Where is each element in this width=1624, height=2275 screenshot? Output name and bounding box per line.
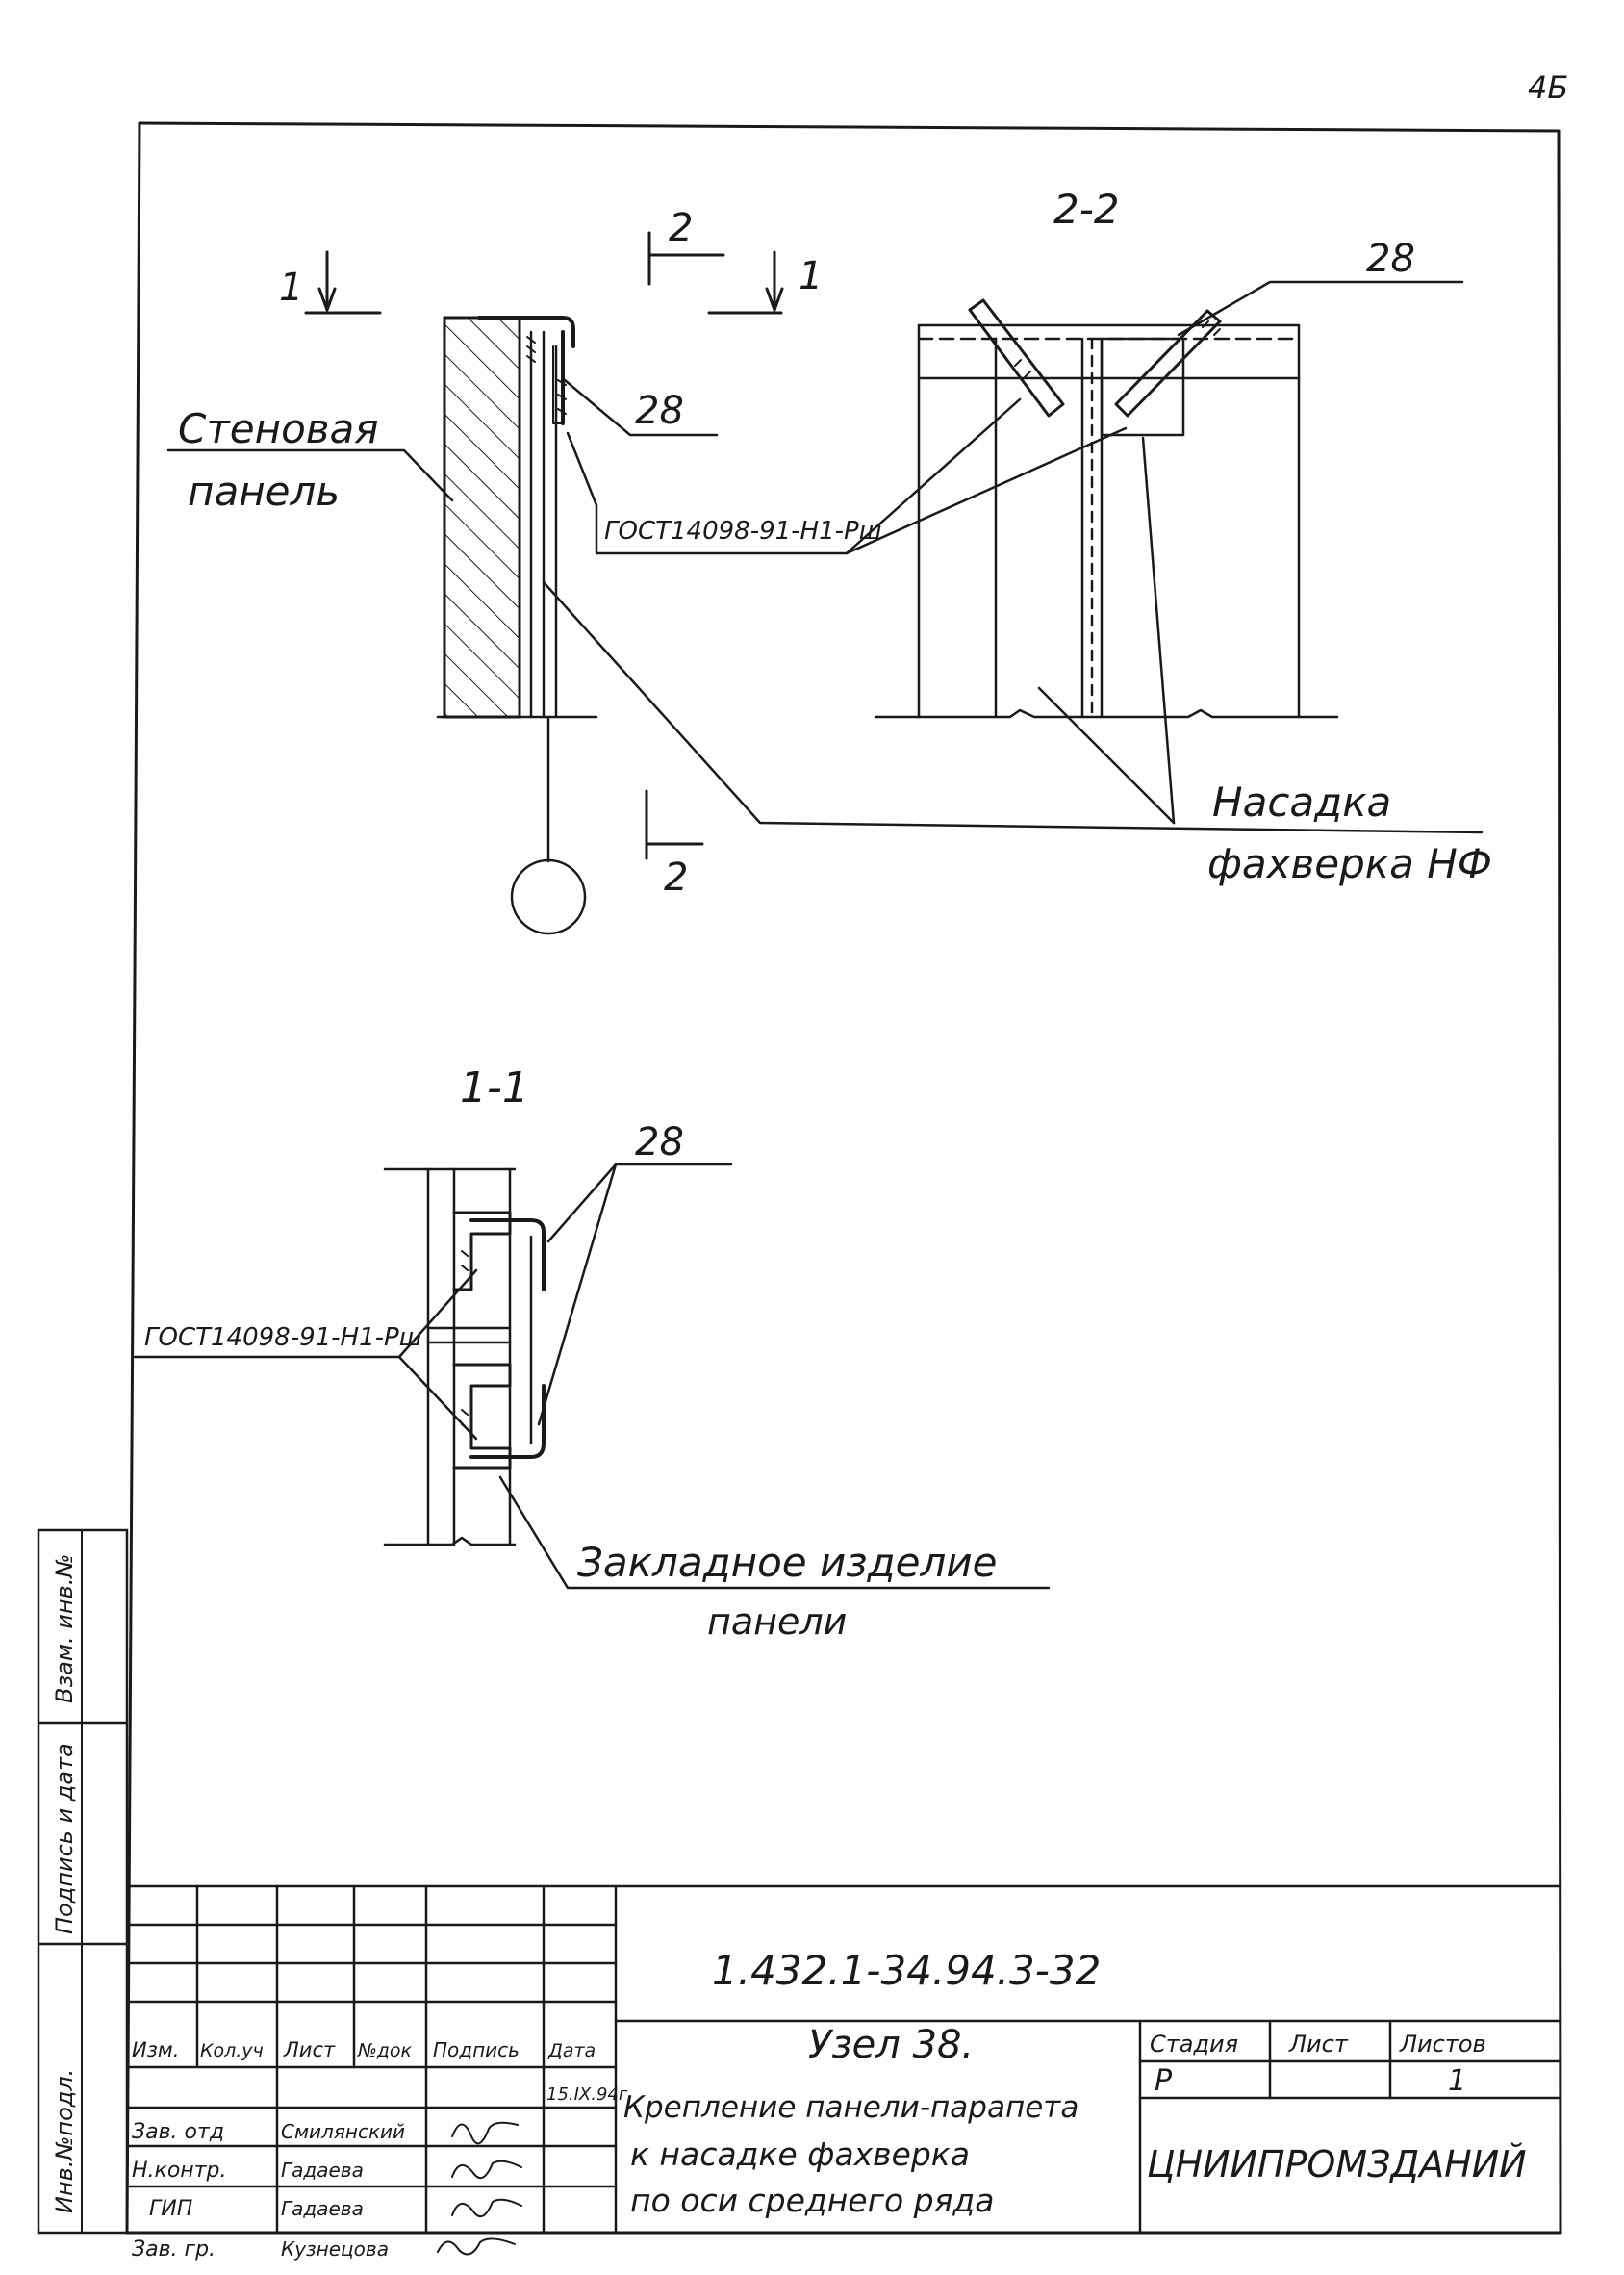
- description-line1: Крепление панели-парапета: [623, 2090, 1078, 2125]
- header-izm: Изм.: [132, 2038, 179, 2061]
- column-label-line1: Насадка: [1212, 779, 1391, 826]
- cut-mark-2-top: [647, 231, 725, 286]
- header-podpis: Подпись: [433, 2038, 520, 2061]
- role-row-4: Зав. гр.: [132, 2237, 216, 2262]
- axis-bubble: [510, 858, 587, 935]
- end-plate: [1100, 337, 1185, 437]
- leader-weld-2-2-a: [845, 397, 1022, 555]
- callout-28-2-2: 28: [1366, 237, 1415, 281]
- cut-mark-2-bottom: [645, 789, 704, 860]
- weld-marks-2-2: [1014, 320, 1221, 378]
- wall-panel-label-line2: панель: [188, 468, 340, 515]
- header-ndok: №док: [357, 2040, 413, 2061]
- view-1-1-title: 1-1: [460, 1063, 529, 1112]
- bracket-28-upper-inner: [552, 345, 564, 424]
- description-line3: по оси среднего ряда: [630, 2182, 994, 2219]
- column-lines: [917, 323, 1301, 719]
- wall-panel-label-line1: Стеновая: [178, 405, 379, 452]
- sheet-value: 1: [1448, 2064, 1466, 2098]
- column-label-line2: фахверка НФ: [1207, 840, 1492, 887]
- beam-top: [917, 323, 1301, 380]
- panel-edge-lines: [436, 330, 598, 719]
- embedded-profile-lower: [452, 1363, 512, 1470]
- cut-mark-1-right-label: 1: [799, 254, 823, 298]
- header-data: Дата: [547, 2040, 596, 2061]
- stage-value: Р: [1155, 2064, 1173, 2098]
- view-2-2-title: 2-2: [1053, 186, 1120, 233]
- side-stamp-inv-no: Инв.№подл.: [51, 2069, 78, 2213]
- leader-embedded: [498, 1475, 1051, 1590]
- view-2-2: 2-2 28: [845, 186, 1464, 825]
- bracket-28-lower-lower: [469, 1384, 546, 1459]
- date-value: 15.IX.94г.: [546, 2084, 633, 2105]
- sheet-header: Лист: [1288, 2031, 1349, 2058]
- cut-mark-2-top-label: 2: [669, 206, 693, 250]
- leader-28-2-2: [1177, 280, 1464, 337]
- cut-mark-1-left: [304, 250, 382, 315]
- description-line2: к насадке фахверка: [630, 2135, 970, 2173]
- weld-note-upper: ГОСТ14098-91-Н1-Рш: [604, 517, 882, 546]
- wall-panel-section: [443, 316, 521, 719]
- weld-note-1-1: ГОСТ14098-91-Н1-Рш: [144, 1323, 422, 1352]
- sheets-header: Листов: [1399, 2031, 1486, 2058]
- view-upper-left: 1 2 1 28 Стено: [166, 206, 1484, 935]
- header-list: Лист: [283, 2038, 336, 2061]
- leader-28-lower-a: [546, 1163, 733, 1243]
- embedded-label-line2: панели: [707, 1600, 847, 1643]
- sheet-frame: [125, 121, 1562, 2235]
- document-code: 1.432.1-34.94.3-32: [712, 1947, 1101, 1994]
- leader-column-from-panel: [542, 580, 1484, 834]
- weld-marks-upper: [526, 336, 567, 415]
- name-row-1: Смилянский: [281, 2120, 405, 2143]
- weld-marks-1-1: [461, 1250, 469, 1430]
- leader-weld-1-1-a: [397, 1268, 478, 1359]
- leader-column-b: [1141, 436, 1176, 825]
- node-title: Узел 38.: [808, 2023, 974, 2067]
- embedded-label-line1: Закладное изделие: [577, 1539, 998, 1586]
- role-row-3: ГИП: [149, 2197, 192, 2221]
- cut-mark-1-left-label: 1: [279, 266, 303, 310]
- title-block: 1.432.1-34.94.3-32 Изм. Кол.уч Лист №док…: [125, 1884, 1562, 2262]
- name-row-2: Гадаева: [281, 2159, 364, 2182]
- organization-name: ЦНИИПРОМЗДАНИЙ: [1147, 2143, 1527, 2186]
- diagonal-brackets: [968, 298, 1222, 418]
- name-row-3: Гадаева: [281, 2197, 364, 2220]
- side-stamp-signature-date: Подпись и дата: [51, 1743, 78, 1934]
- leader-column-a: [1037, 686, 1176, 825]
- side-stamp-replacement: Взам. инв.№: [51, 1554, 78, 1703]
- page-number: 4Б: [1528, 69, 1568, 106]
- leader-weld-upper: [566, 431, 849, 555]
- bracket-28-lower-upper: [469, 1218, 546, 1291]
- bracket-28-upper: [477, 316, 575, 425]
- callout-28-upper: 28: [635, 389, 684, 433]
- column-base: [874, 708, 1339, 719]
- leader-weld-2-2-b: [845, 426, 1128, 555]
- signatures: [437, 2121, 522, 2256]
- role-row-2: Н.контр.: [132, 2159, 226, 2183]
- role-row-1: Зав. отд: [132, 2120, 224, 2144]
- leader-28-upper: [563, 378, 719, 437]
- header-kol-uch: Кол.уч: [200, 2040, 264, 2061]
- embedded-profile-upper: [452, 1211, 512, 1291]
- callout-28-1-1: 28: [635, 1120, 684, 1164]
- section-1-1-outline: [383, 1167, 517, 1546]
- title-block-grid: [125, 1884, 1562, 2235]
- side-stamp: Инв.№подл. Подпись и дата Взам. инв.№: [37, 1528, 129, 2235]
- leader-28-lower-b: [537, 1163, 618, 1426]
- cut-mark-1-right: [707, 250, 784, 315]
- leader-wall-panel: [166, 448, 454, 502]
- stage-header: Стадия: [1150, 2031, 1238, 2058]
- leader-weld-1-1-b: [397, 1355, 478, 1441]
- cut-mark-2-bottom-label: 2: [664, 856, 688, 900]
- name-row-4: Кузнецова: [281, 2237, 389, 2261]
- view-1-1: 1-1 28 ГОСТ14098-91-Н1-Рш Закла: [133, 1063, 1051, 1643]
